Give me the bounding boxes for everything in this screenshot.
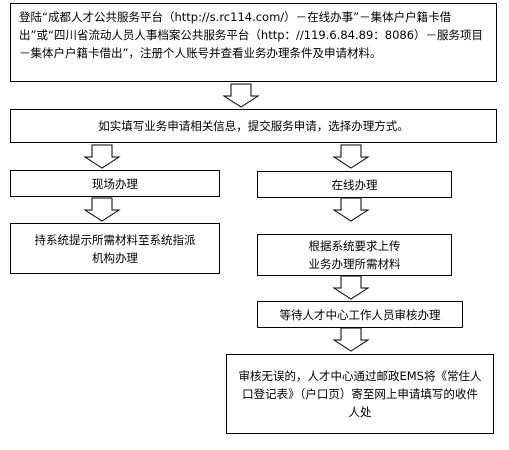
- arrow-down-icon: [332, 275, 370, 300]
- review-box: 等待人才中心工作人员审核办理: [257, 301, 463, 328]
- onsite-next-box: 持系统提示所需材料至系统指派 机构办理: [10, 223, 220, 274]
- arrow-down-icon: [332, 197, 370, 222]
- online-next-text: 根据系统要求上传 业务办理所需材料: [308, 239, 401, 271]
- step2-text: 如实填写业务申请相关信息，提交服务申请，选择办理方式。: [98, 119, 409, 133]
- arrow-down-icon: [83, 144, 121, 169]
- arrow-down-icon: [83, 197, 121, 222]
- step2-box: 如实填写业务申请相关信息，提交服务申请，选择办理方式。: [10, 109, 497, 143]
- review-text: 等待人才中心工作人员审核办理: [279, 307, 441, 322]
- onsite-next-text: 持系统提示所需材料至系统指派 机构办理: [34, 232, 196, 265]
- online-box: 在线办理: [257, 171, 452, 198]
- onsite-box: 现场办理: [10, 170, 220, 197]
- arrow-down-icon: [332, 144, 370, 169]
- step1-text: 登陆“成都人才公共服务平台（http://s.rc114.com/）－在线办事”…: [19, 10, 484, 60]
- arrow-down-icon: [332, 327, 370, 352]
- step1-box: 登陆“成都人才公共服务平台（http://s.rc114.com/）－在线办事”…: [10, 3, 497, 82]
- final-box: 审核无误的，人才中心通过邮政EMS将《常住人口登记表》（户口页）寄至网上申请填写…: [226, 354, 494, 434]
- onsite-text: 现场办理: [92, 176, 138, 191]
- online-text: 在线办理: [331, 177, 378, 192]
- online-next-box: 根据系统要求上传 业务办理所需材料: [257, 234, 452, 276]
- arrow-down-icon: [222, 83, 260, 108]
- final-text: 审核无误的，人才中心通过邮政EMS将《常住人口登记表》（户口页）寄至网上申请填写…: [238, 369, 482, 419]
